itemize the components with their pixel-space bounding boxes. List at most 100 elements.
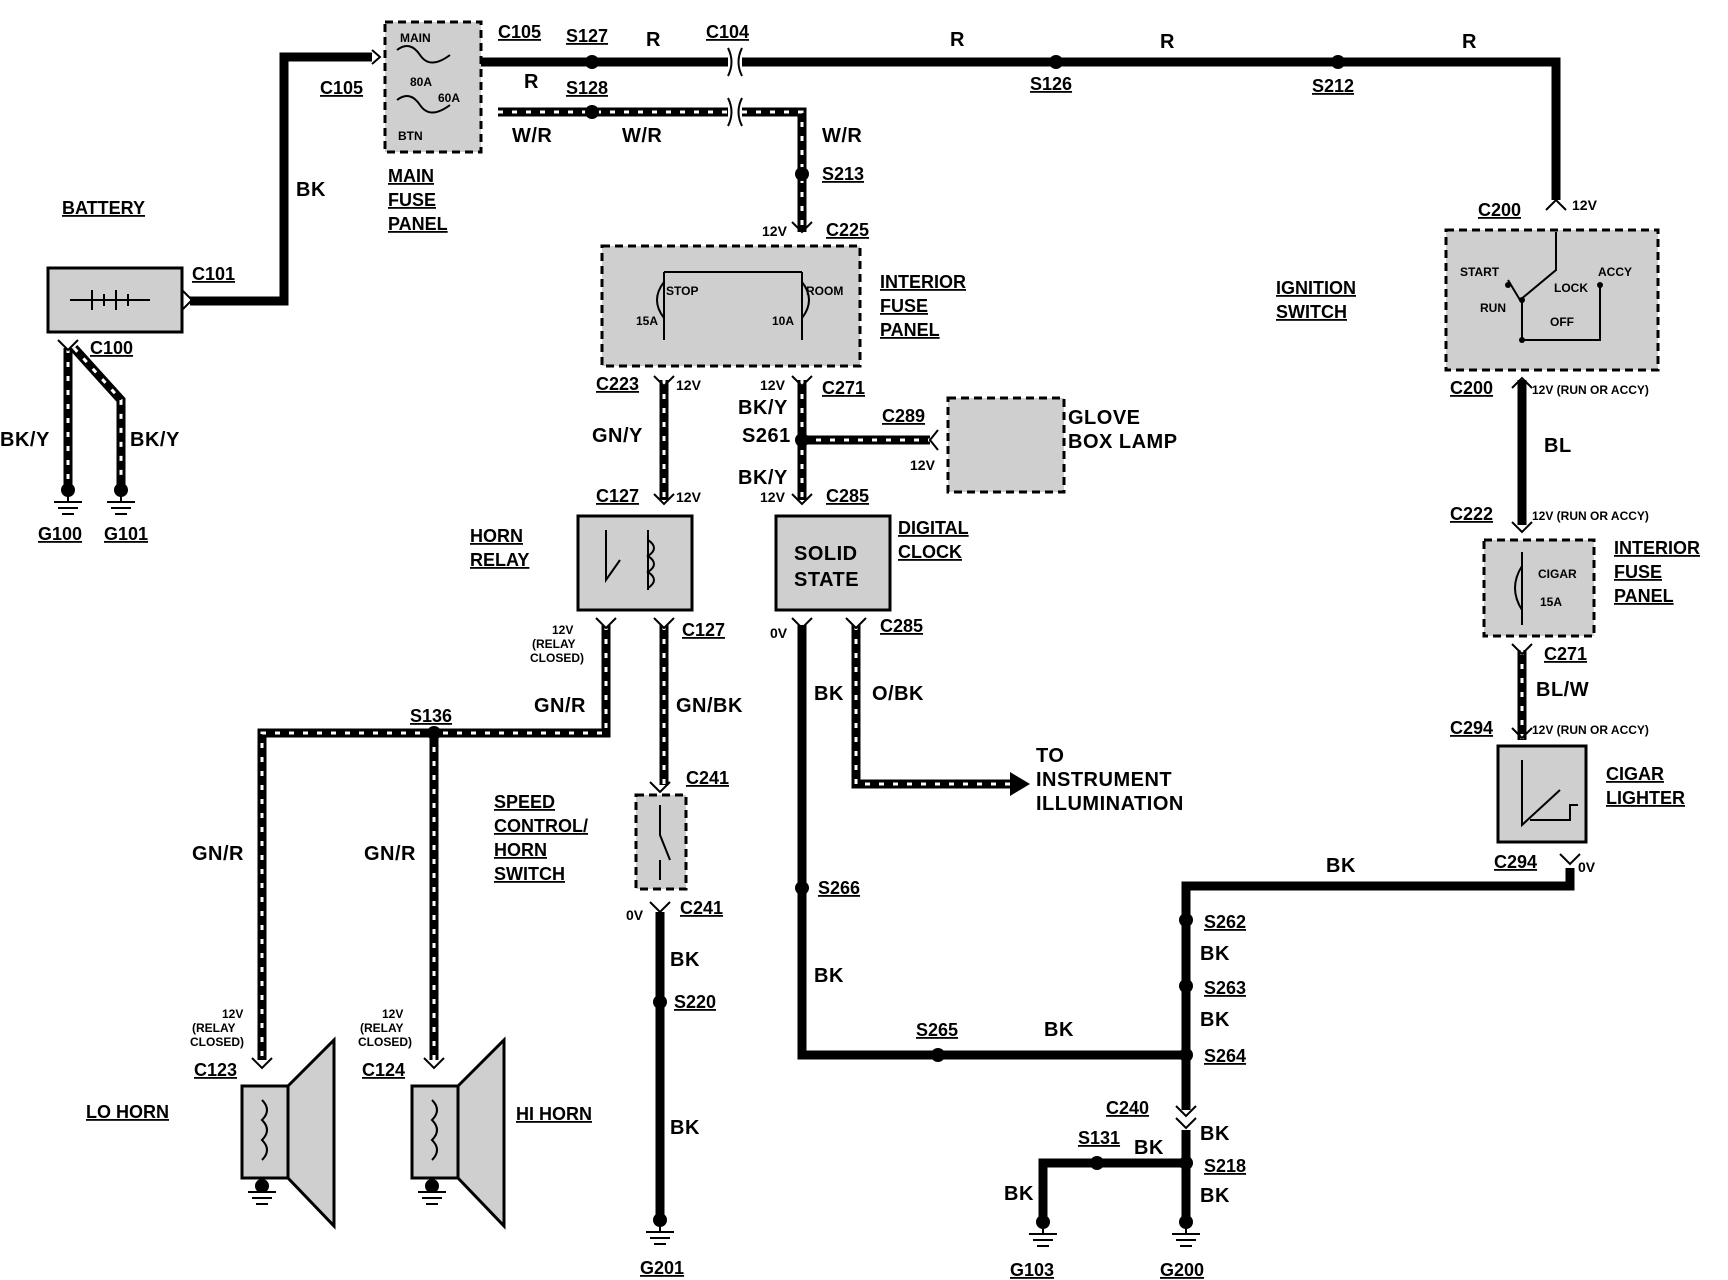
ground-icon (646, 1213, 674, 1245)
fuse-cigar-label: CIGAR (1538, 567, 1577, 581)
wire-label-gnr: GN/R (534, 695, 586, 717)
speed-control-label-2: CONTROL/ (494, 816, 588, 836)
relay-closed-1: 12V (552, 623, 573, 637)
wire-label-bk: BK (296, 179, 326, 201)
solid-state-label-2: STATE (794, 569, 859, 591)
splice-s262 (1179, 913, 1193, 927)
splice-s265 (931, 1048, 945, 1062)
connector-c105-left: C105 (320, 78, 363, 98)
connector-c241-bottom: C241 (680, 898, 723, 918)
wire-label-wr: W/R (822, 125, 862, 147)
splice-s213 (795, 167, 809, 181)
splice-s261 (795, 433, 809, 447)
wire-label-gnbk: GN/BK (676, 695, 743, 717)
wire-label-bl: BL (1544, 435, 1572, 457)
voltage-0v: 0V (770, 625, 788, 641)
glove-box-label-2: BOX LAMP (1068, 431, 1178, 453)
wire-bk-battery-main (190, 52, 372, 306)
wire-label-bk: BK (814, 683, 844, 705)
main-fuse-panel-label-1: MAIN (388, 166, 434, 186)
splice-s136 (427, 726, 441, 740)
interior-fuse-panel-2-label-1: INTERIOR (1614, 538, 1700, 558)
wire-label-bky: BK/Y (0, 429, 50, 451)
fuse-stop-label: STOP (666, 284, 698, 298)
wire-label-wr: W/R (622, 125, 662, 147)
voltage-12v: 12V (676, 377, 702, 393)
wire-bk-cigar (1181, 868, 1575, 1110)
connector-c127-bottom: C127 (682, 620, 725, 640)
splice-s136-label: S136 (410, 706, 452, 726)
ground-g201-label: G201 (640, 1258, 684, 1278)
digital-clock-label-2: CLOCK (898, 542, 962, 562)
cigar-lighter-label-2: LIGHTER (1606, 788, 1685, 808)
speed-control-label-1: SPEED (494, 792, 555, 812)
relay-closed-3: CLOSED) (190, 1035, 244, 1049)
glove-box-lamp (946, 396, 1066, 494)
splice-s266-label: S266 (818, 878, 860, 898)
wire-label-bk: BK (670, 949, 700, 971)
wire-label-bk: BK (1044, 1019, 1074, 1041)
main-fuse-btn-label: BTN (398, 129, 423, 143)
wire-label-r: R (950, 29, 965, 51)
ign-start-label: START (1460, 265, 1500, 279)
splice-s220-label: S220 (674, 992, 716, 1012)
splice-s218 (1179, 1156, 1193, 1170)
connector-c241-top: C241 (686, 768, 729, 788)
wire-label-r: R (524, 71, 539, 93)
relay-closed-1: 12V (382, 1007, 403, 1021)
wire-label-obk: O/BK (872, 683, 924, 705)
fuse-room-amp: 10A (772, 314, 794, 328)
voltage-0v: 0V (626, 907, 644, 923)
main-fuse-panel-label-2: FUSE (388, 190, 436, 210)
hi-horn (410, 1036, 506, 1230)
connector-c127-top: C127 (596, 486, 639, 506)
relay-closed-1: 12V (222, 1007, 243, 1021)
wire-bky-g101 (70, 344, 126, 490)
wire-label-bky: BK/Y (738, 397, 788, 419)
ground-icon (1029, 1215, 1057, 1247)
voltage-12v: 12V (676, 489, 702, 505)
solid-state-label-1: SOLID (794, 543, 858, 565)
connector-c101: C101 (192, 264, 235, 284)
arrow-instrument (1010, 772, 1030, 796)
wire-bk-clock (797, 625, 1186, 1060)
wire-r-top (742, 57, 1561, 200)
connector-c124: C124 (362, 1060, 405, 1080)
ground-icon (1172, 1215, 1200, 1247)
fuse-stop-amp: 15A (636, 314, 658, 328)
speed-control-label-3: HORN (494, 840, 547, 860)
relay-closed-2: (RELAY (360, 1021, 404, 1035)
main-fuse-panel-label-3: PANEL (388, 214, 448, 234)
connector-c225: C225 (826, 220, 869, 240)
voltage-0v: 0V (1578, 859, 1596, 875)
fuse-room-label: ROOM (806, 284, 843, 298)
connector-c123: C123 (194, 1060, 237, 1080)
wire-wr-down (742, 107, 807, 232)
connector-c105-top: C105 (498, 22, 541, 42)
main-fuse-main-label: MAIN (400, 31, 431, 45)
to-instrument-label-2: INSTRUMENT (1036, 769, 1172, 791)
splice-s128 (585, 105, 599, 119)
horn-relay-label-2: RELAY (470, 550, 529, 570)
horn-relay (576, 493, 694, 630)
digital-clock (774, 493, 892, 630)
connector-c104: C104 (706, 22, 749, 42)
splice-s213-label: S213 (822, 164, 864, 184)
wire-label-bk: BK (670, 1117, 700, 1139)
voltage-12v: 12V (1572, 197, 1598, 213)
splice-s261-label: S261 (742, 425, 791, 447)
splice-s212 (1331, 55, 1345, 69)
splice-s264-label: S264 (1204, 1046, 1246, 1066)
wire-label-gnr: GN/R (192, 843, 244, 865)
connector-c289 (928, 429, 939, 451)
ign-accy-label: ACCY (1598, 265, 1632, 279)
voltage-12v: 12V (910, 457, 936, 473)
connector-c240 (1175, 1105, 1197, 1130)
connector-c223: C223 (596, 374, 639, 394)
splice-s126 (1049, 55, 1063, 69)
wire-label-bk: BK (1326, 855, 1356, 877)
splice-s220 (653, 995, 667, 1009)
wire-label-r: R (646, 29, 661, 51)
connector-c294-top: C294 (1450, 718, 1493, 738)
